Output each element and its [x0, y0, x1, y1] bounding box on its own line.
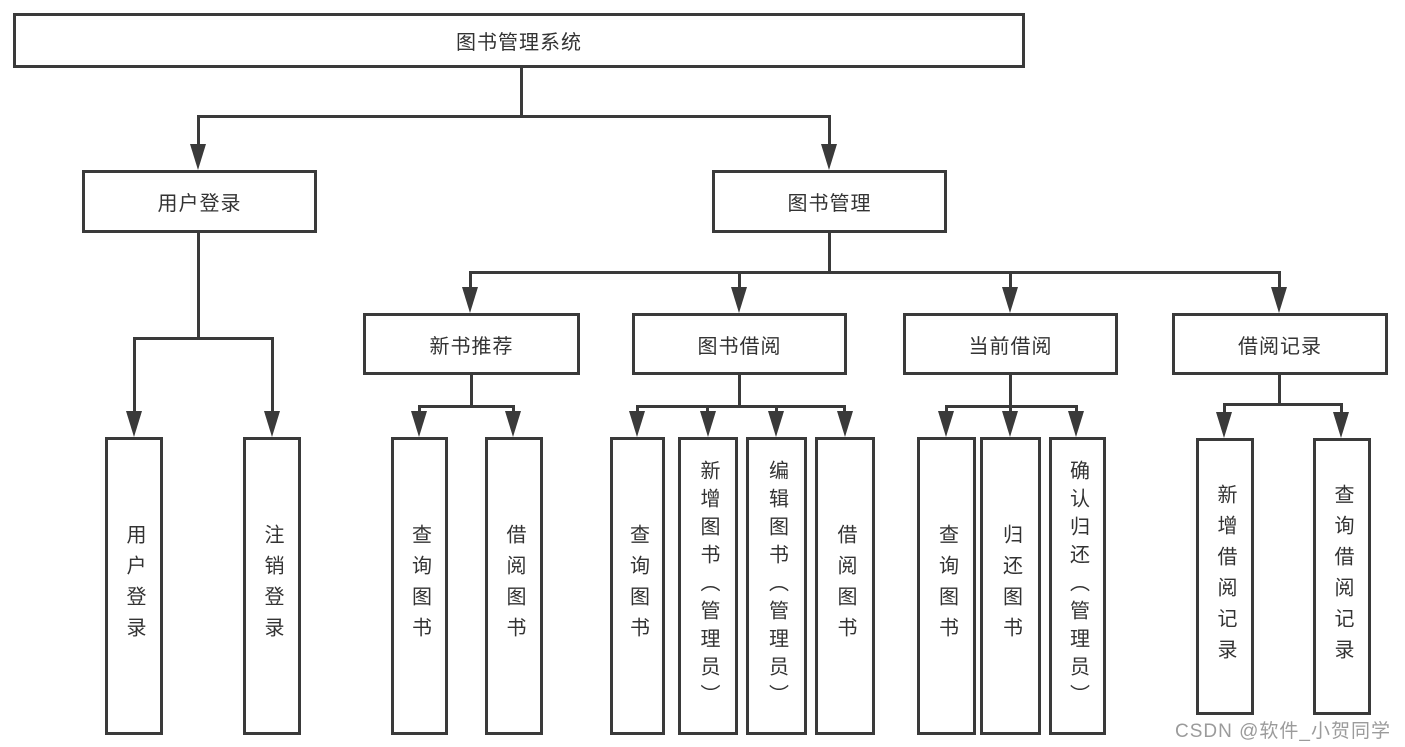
leaf-add-books-admin: 新增图书（管理员） [678, 437, 738, 735]
connector-line [1278, 271, 1281, 289]
node-borrowing-records: 借阅记录 [1172, 313, 1388, 375]
connector-line [1009, 271, 1012, 289]
connector-line [1075, 405, 1078, 415]
arrow-down-icon [1002, 411, 1018, 437]
connector-line [418, 405, 421, 415]
connector-line [520, 68, 523, 118]
leaf-query-books-current: 查询图书 [917, 437, 976, 735]
connector-line [418, 405, 515, 408]
connector-line [843, 405, 846, 415]
arrow-down-icon [126, 411, 142, 437]
connector-line [1278, 375, 1281, 406]
connector-line [1223, 403, 1343, 406]
arrow-down-icon [1216, 412, 1232, 438]
leaf-label: 借阅图书 [503, 524, 525, 648]
leaf-borrow-books-recommend: 借阅图书 [485, 437, 543, 735]
arrow-down-icon [264, 411, 280, 437]
connector-line [1340, 403, 1343, 414]
arrow-down-icon [1271, 287, 1287, 313]
node-current-borrowing: 当前借阅 [903, 313, 1118, 375]
node-book-borrowing: 图书借阅 [632, 313, 847, 375]
connector-line [636, 405, 639, 415]
connector-line [197, 233, 200, 340]
leaf-user-login: 用户登录 [105, 437, 163, 735]
arrow-down-icon [731, 287, 747, 313]
arrow-down-icon [768, 411, 784, 437]
connector-line [738, 271, 741, 289]
connector-line [828, 115, 831, 147]
connector-line [636, 405, 846, 408]
arrow-down-icon [505, 411, 521, 437]
connector-line [828, 233, 831, 274]
connector-line [133, 337, 274, 340]
connector-line [1009, 375, 1012, 408]
connector-line [271, 337, 274, 413]
arrow-down-icon [837, 411, 853, 437]
leaf-label: 确认归还（管理员） [1066, 460, 1089, 712]
leaf-label: 查询借阅记录 [1331, 483, 1353, 670]
arrow-down-icon [938, 411, 954, 437]
node-book-management: 图书管理 [712, 170, 947, 233]
node-library-management-system: 图书管理系统 [13, 13, 1025, 68]
leaf-label: 新增借阅记录 [1214, 483, 1236, 670]
leaf-label: 新增图书（管理员） [697, 460, 719, 712]
connector-line [197, 115, 831, 118]
leaf-label: 查询图书 [935, 524, 958, 648]
arrow-down-icon [190, 144, 206, 170]
leaf-query-books-recommend: 查询图书 [391, 437, 448, 735]
leaf-query-books-borrowing: 查询图书 [610, 437, 665, 735]
leaf-borrow-books-borrowing: 借阅图书 [815, 437, 875, 735]
connector-line [1223, 403, 1226, 414]
leaf-label: 编辑图书（管理员） [765, 460, 788, 712]
arrow-down-icon [411, 411, 427, 437]
arrow-down-icon [1002, 287, 1018, 313]
arrow-down-icon [1333, 412, 1349, 438]
connector-line [470, 375, 473, 408]
leaf-edit-books-admin: 编辑图书（管理员） [746, 437, 807, 735]
connector-line [738, 375, 741, 408]
connector-line [197, 115, 200, 147]
arrow-down-icon [1068, 411, 1084, 437]
node-user-login: 用户登录 [82, 170, 317, 233]
arrow-down-icon [629, 411, 645, 437]
leaf-label: 查询图书 [626, 524, 649, 648]
leaf-confirm-return-admin: 确认归还（管理员） [1049, 437, 1106, 735]
leaf-query-borrow-record: 查询借阅记录 [1313, 438, 1371, 715]
leaf-label: 查询图书 [408, 524, 431, 648]
leaf-logout: 注销登录 [243, 437, 301, 735]
leaf-return-books: 归还图书 [980, 437, 1041, 735]
connector-line [133, 337, 136, 413]
connector-line [469, 271, 472, 289]
csdn-watermark: CSDN @软件_小贺同学 [1175, 721, 1391, 742]
connector-line [512, 405, 515, 415]
leaf-label: 注销登录 [261, 524, 283, 648]
arrow-down-icon [462, 287, 478, 313]
connector-line [775, 405, 778, 415]
node-new-book-recommendation: 新书推荐 [363, 313, 580, 375]
connector-line [469, 271, 1281, 274]
connector-line [1009, 405, 1012, 415]
connector-line [706, 405, 709, 415]
leaf-label: 用户登录 [123, 524, 145, 648]
arrow-down-icon [700, 411, 716, 437]
leaf-add-borrow-record: 新增借阅记录 [1196, 438, 1254, 715]
arrow-down-icon [821, 144, 837, 170]
connector-line [945, 405, 948, 415]
leaf-label: 归还图书 [999, 524, 1022, 648]
leaf-label: 借阅图书 [834, 524, 856, 648]
